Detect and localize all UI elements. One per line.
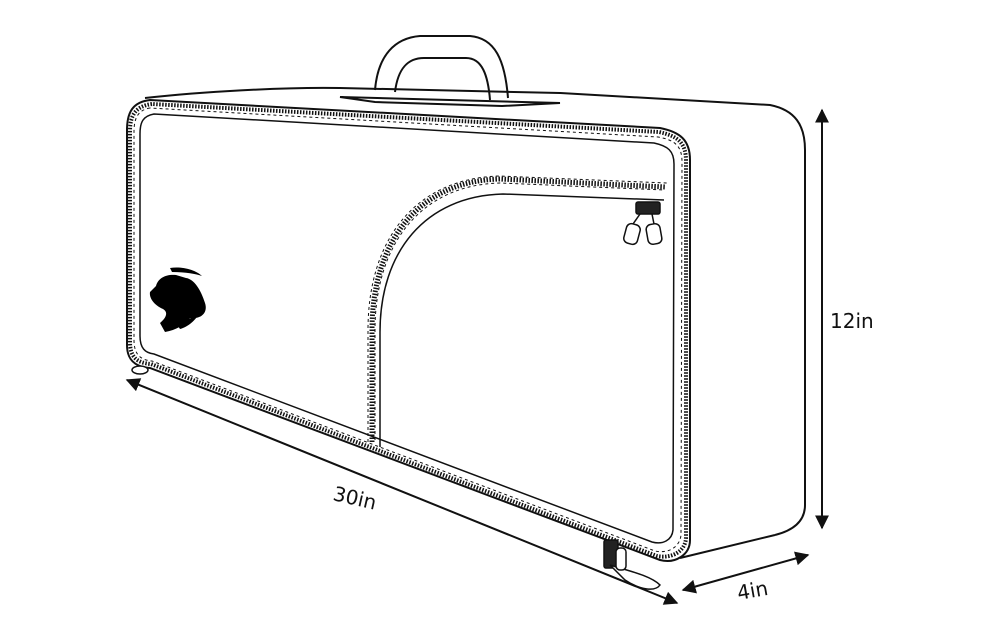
handle: [339, 35, 561, 108]
length-arrow: [125, 378, 679, 605]
zipper-pull-icon: [623, 201, 663, 246]
dimension-arrows: [125, 108, 829, 605]
depth-arrow: [681, 551, 810, 594]
zipper-pull-icon: [131, 365, 661, 590]
bag-body: [126, 86, 806, 562]
main-zipper: [128, 101, 688, 559]
height-label: 12in: [830, 309, 874, 333]
depth-label: 4in: [735, 576, 770, 605]
pocket-zipper: [367, 175, 669, 447]
length-label: 30in: [331, 481, 379, 514]
panther-head-logo: [149, 267, 206, 332]
